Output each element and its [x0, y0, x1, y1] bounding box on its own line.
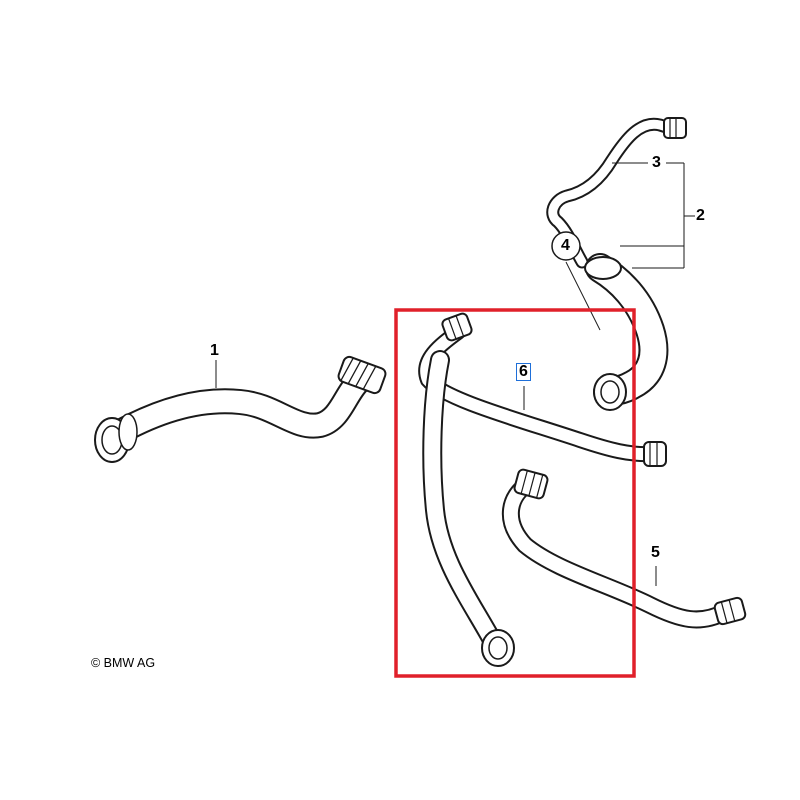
label-part-6: 6 [516, 363, 531, 381]
hose-part-3[interactable] [546, 117, 687, 269]
callout-circle-4 [551, 231, 581, 261]
hose-part-6[interactable] [418, 312, 667, 667]
label-part-3: 3 [652, 154, 661, 171]
label-part-1: 1 [210, 342, 219, 359]
label-part-2: 2 [696, 207, 705, 224]
highlight-box [394, 308, 636, 678]
label-part-5: 5 [651, 544, 660, 561]
hose-part-1[interactable] [94, 355, 387, 463]
hose-part-2[interactable] [584, 253, 669, 411]
leader-lines-2-3 [565, 162, 695, 331]
copyright-notice: © BMW AG [91, 656, 156, 670]
hose-1-connector [337, 355, 387, 395]
label-part-4: 4 [561, 237, 570, 254]
hose-part-5[interactable] [501, 468, 747, 629]
